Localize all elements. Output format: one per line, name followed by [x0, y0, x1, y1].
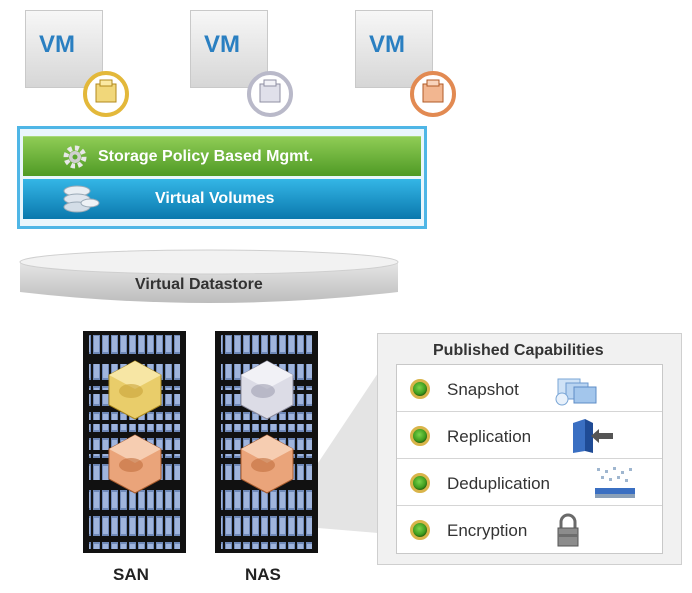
capability-encryption[interactable]: Encryption: [397, 507, 662, 553]
bronze-policy-badge-icon: [410, 71, 456, 117]
gold-policy-badge-icon: [83, 71, 129, 117]
virtual-volumes-bar[interactable]: Virtual Volumes: [23, 179, 421, 219]
nas-array[interactable]: [215, 331, 318, 553]
bronze-storage-cube-icon: [108, 434, 162, 494]
vm-label: VM: [204, 31, 240, 58]
datastore-platter: [19, 249, 399, 303]
san-label: SAN: [113, 565, 149, 584]
silver-storage-cube-icon: [240, 360, 294, 420]
replication-icon: [573, 419, 613, 453]
rack-drives: [215, 335, 318, 549]
silver-policy-badge-icon: [247, 71, 293, 117]
status-dot-icon: [410, 520, 430, 540]
capability-label: Encryption: [447, 521, 528, 540]
gear-icon: [63, 145, 87, 169]
disks-icon: [63, 185, 100, 213]
vm-label: VM: [39, 31, 75, 58]
bronze-storage-cube-icon: [240, 434, 294, 494]
gold-storage-cube-icon: [108, 360, 162, 420]
vm-tile-1[interactable]: VM: [25, 10, 103, 88]
capability-snapshot[interactable]: Snapshot: [397, 366, 662, 412]
capability-label: Deduplication: [447, 474, 551, 493]
callout-wedge: [318, 373, 378, 533]
status-dot-icon: [410, 473, 430, 493]
san-array[interactable]: [83, 331, 186, 553]
virtual-volumes-label: Virtual Volumes: [155, 190, 275, 207]
capability-replication[interactable]: Replication: [397, 413, 662, 459]
capabilities-list: [396, 364, 663, 554]
status-dot-icon: [410, 379, 430, 399]
virtual-datastore-label: Virtual Datastore: [135, 276, 263, 293]
capability-deduplication[interactable]: Deduplication: [397, 460, 662, 506]
capability-label: Snapshot: [447, 380, 519, 399]
snapshot-icon: [555, 378, 597, 406]
capability-label: Replication: [447, 427, 532, 446]
capabilities-title: Published Capabilities: [433, 342, 604, 359]
vm-label: VM: [369, 31, 405, 58]
spbm-bar[interactable]: Storage Policy Based Mgmt.: [23, 136, 421, 176]
deduplication-icon: [595, 467, 635, 498]
lock-icon: [557, 513, 579, 547]
nas-label: NAS: [245, 565, 281, 584]
status-dot-icon: [410, 426, 430, 446]
spbm-label: Storage Policy Based Mgmt.: [98, 148, 314, 165]
rack-drives: [83, 335, 186, 549]
